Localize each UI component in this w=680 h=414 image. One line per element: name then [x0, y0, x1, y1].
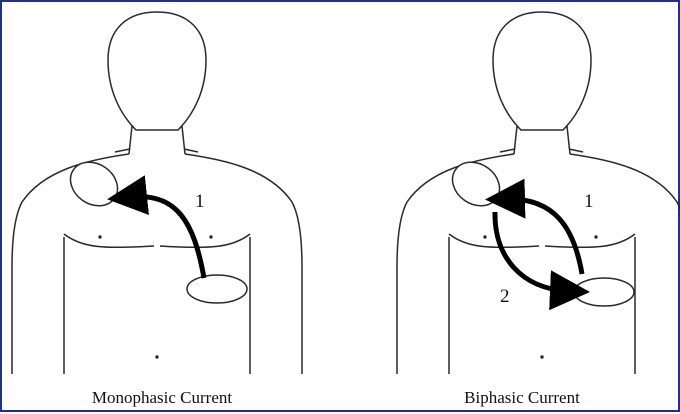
electrode-pad-apex [574, 278, 634, 306]
arrow-label-2: 2 [500, 286, 510, 307]
electrode-pad-right-chest [62, 153, 126, 214]
nipple-dot [594, 235, 597, 238]
nipple-dot [98, 235, 101, 238]
monophasic-panel: 1 [12, 12, 302, 374]
biphasic-panel: 1 2 [397, 12, 680, 374]
arrow-label-1: 1 [584, 191, 594, 212]
electrode-pad-right-chest [444, 153, 508, 214]
navel-dot [540, 355, 543, 358]
torso-outline-icon [12, 12, 302, 374]
biphasic-caption: Biphasic Current [402, 387, 642, 409]
monophasic-caption: Monophasic Current [42, 387, 282, 409]
nipple-dot [483, 235, 486, 238]
electrode-pad-apex [187, 275, 247, 303]
current-arrow-icon [129, 196, 204, 278]
navel-dot [155, 355, 158, 358]
torso-outline-icon [397, 12, 680, 374]
current-arrow-phase-1-icon [507, 199, 582, 274]
arrow-label-1: 1 [195, 191, 205, 212]
current-arrow-phase-2-icon [495, 212, 568, 291]
nipple-dot [209, 235, 212, 238]
